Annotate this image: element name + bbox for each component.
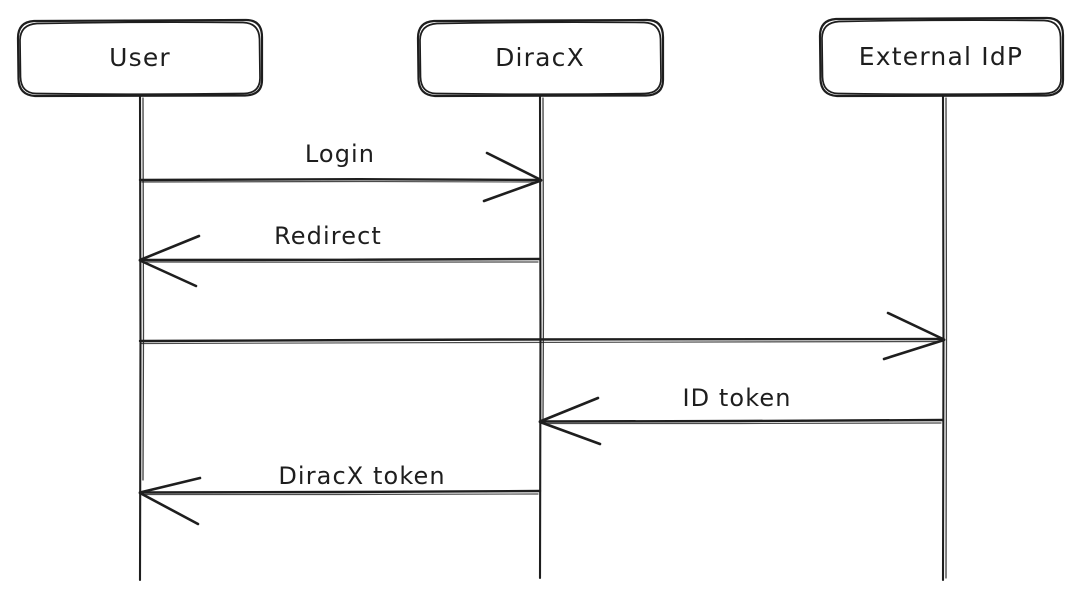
message-idp-auth-line-overstroke bbox=[141, 340, 942, 345]
message-login-line bbox=[138, 178, 542, 182]
idp-box-shape bbox=[818, 16, 1065, 98]
message-diracx-token[interactable]: DiracX token bbox=[138, 462, 542, 526]
participant-label-user: User bbox=[109, 43, 171, 72]
message-label-diracx-token: DiracX token bbox=[278, 462, 445, 490]
user-box-shape-overstroke bbox=[19, 21, 261, 96]
lifeline-user bbox=[138, 94, 145, 582]
message-id-token-line-overstroke bbox=[542, 422, 942, 425]
message-login-line-overstroke bbox=[141, 180, 539, 183]
message-login[interactable]: Login bbox=[138, 140, 543, 203]
message-redirect-line bbox=[139, 257, 542, 262]
message-diracx-token-line bbox=[139, 489, 542, 494]
message-diracx-token-line-overstroke bbox=[142, 493, 539, 496]
message-label-redirect: Redirect bbox=[274, 222, 382, 250]
message-login-arrowhead-upper bbox=[485, 151, 543, 182]
message-id-token[interactable]: ID token bbox=[538, 384, 945, 446]
message-idp-auth[interactable] bbox=[138, 311, 946, 361]
message-id-token-arrowhead-upper bbox=[538, 396, 600, 423]
message-diracx-token-arrowhead-lower bbox=[138, 491, 200, 526]
idp-box-shape-overstroke bbox=[821, 19, 1062, 96]
message-id-token-arrowhead-lower bbox=[538, 420, 602, 446]
participant-user[interactable]: User bbox=[16, 18, 264, 98]
lifeline-diracx bbox=[538, 94, 545, 580]
message-id-token-line bbox=[539, 418, 945, 423]
message-idp-auth-arrowhead-lower bbox=[882, 338, 946, 361]
message-label-id-token: ID token bbox=[682, 384, 791, 412]
message-diracx-token-arrowhead-upper bbox=[138, 476, 202, 494]
diracx-box-shape bbox=[416, 18, 665, 98]
message-idp-auth-line bbox=[138, 337, 945, 343]
participant-label-diracx: DiracX bbox=[495, 43, 585, 72]
participant-diracx[interactable]: DiracX bbox=[416, 18, 665, 98]
participant-idp[interactable]: External IdP bbox=[818, 16, 1065, 98]
message-redirect-arrowhead-lower bbox=[138, 259, 198, 288]
message-idp-auth-arrowhead-upper bbox=[886, 311, 946, 341]
message-login-arrowhead-lower bbox=[482, 179, 543, 203]
participant-label-idp: External IdP bbox=[859, 42, 1023, 71]
user-box-shape bbox=[16, 18, 264, 98]
message-redirect[interactable]: Redirect bbox=[138, 222, 542, 288]
message-redirect-arrowhead-upper bbox=[138, 234, 201, 262]
diracx-box-shape-overstroke bbox=[419, 21, 662, 96]
message-label-login: Login bbox=[305, 140, 375, 168]
